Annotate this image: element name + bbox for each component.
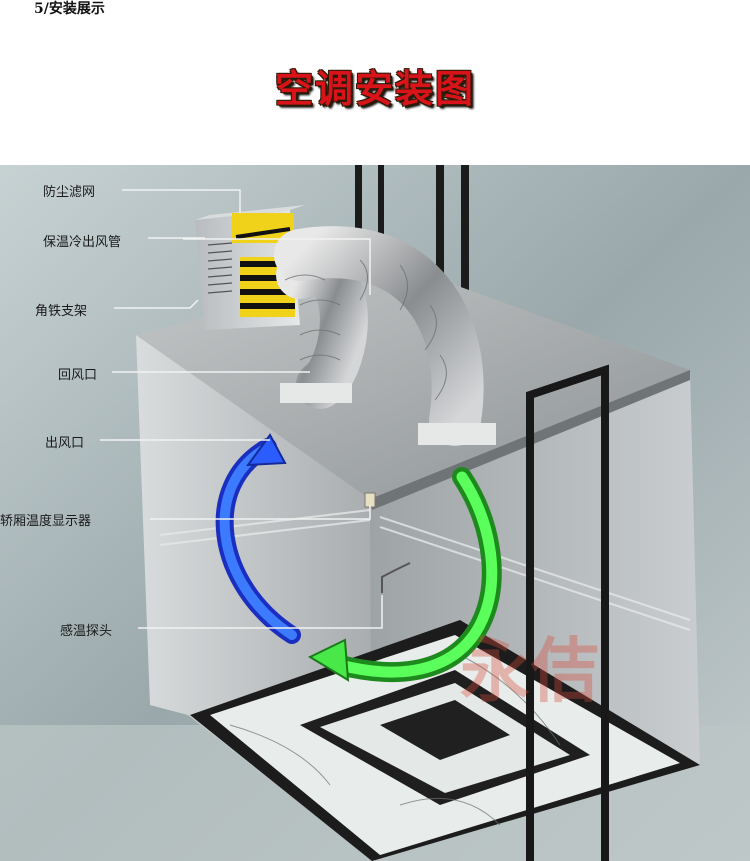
insulated-ducts (274, 226, 496, 446)
ac-unit (195, 205, 305, 330)
callout-leaders (100, 189, 383, 629)
page-title: 空调安装图 (274, 67, 475, 111)
label-dust-filter: 防尘滤网 (43, 185, 96, 200)
return-air-arrow (307, 467, 502, 682)
cold-air-arrow (215, 433, 301, 644)
door-frame (526, 364, 609, 861)
section-label: 5/安装展示 (34, 1, 105, 17)
label-temp-probe: 感温探头 (60, 624, 113, 639)
marble-floor (190, 620, 700, 861)
label-temp-display: 轿厢温度显示器 (0, 514, 92, 529)
installation-illustration: 永佶 (0, 165, 750, 861)
temp-probe-device (381, 562, 411, 593)
label-insulated-duct: 保温冷出风管 (43, 235, 122, 250)
label-outlet-vent: 出风口 (45, 436, 85, 451)
label-angle-bracket: 角铁支架 (35, 304, 88, 319)
temp-display-device (364, 492, 376, 508)
label-return-vent: 回风口 (58, 368, 98, 383)
watermark: 永佶 (460, 630, 600, 712)
